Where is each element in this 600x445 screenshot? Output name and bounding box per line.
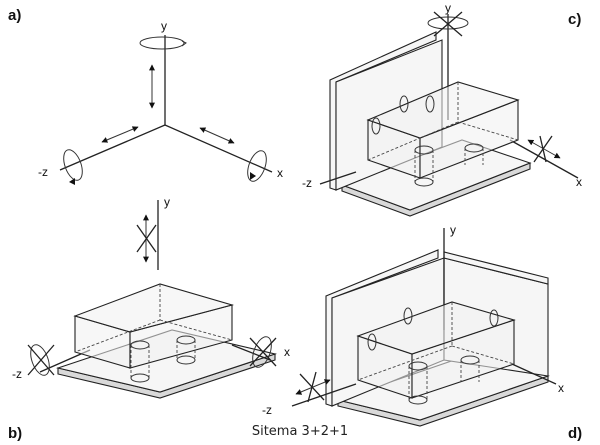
panel-a-x-label: x [277,166,283,180]
panel-b-y-blocked-icon [136,224,157,253]
panel-d-y-label: y [450,223,456,237]
panel-c-wall-pin-2 [399,95,409,113]
panel-b-x-label: x [284,345,290,359]
panel-a-z-translation-icon [101,126,139,143]
panel-a-z-label: -z [38,165,48,179]
panel-b-y-label: y [164,195,170,209]
panel-d-x-label: x [558,381,564,395]
panel-c-wall-pin-1 [371,117,381,135]
panel-b-z-blocked-icon [27,344,55,376]
panel-b-z-label: -z [12,367,22,381]
panel-a-x-rotation-arrow-icon [250,172,256,180]
panel-d-z-axis [291,383,357,407]
panel-a-y-rotation-icon [139,36,185,50]
panel-a-y-rotation-arrow-icon [181,40,187,47]
panel-d-z-blocked-icon [307,371,317,403]
panel-c-y-rotation-icon [427,16,469,30]
panel-b-hidden-edge [74,319,161,353]
panel-b-z-rotation-icon [30,344,50,376]
panel-a: a) y -z x [8,7,283,185]
panel-b-x-blocked-icon [249,337,277,367]
panel-c-hidden-edge [367,121,459,161]
panel-d-z-translation-icon [295,379,331,395]
panel-d: d) y -z [262,223,582,442]
panel-a-z-axis [59,124,166,171]
panel-a-z-rotation-icon [63,149,83,181]
panel-a-x-translation-icon [199,127,235,144]
panel-a-x-axis [164,124,273,173]
panel-b-x-rotation-icon [252,336,272,368]
panel-c-x-label: x [576,175,582,189]
panel-d-wall-pin-1 [367,333,377,351]
panel-c-x-axis [509,139,579,179]
panel-d-label: d) [568,425,582,442]
panel-d-box-top [356,301,516,355]
panel-d-wall-pin-2 [403,307,413,325]
panel-c-x-translation-icon [527,139,561,159]
panel-c-wall-pin-3 [425,95,435,113]
panel-c-x-blocked-icon [539,135,547,163]
panel-a-y-label: y [161,19,167,33]
panel-d-wall-pin-3 [489,309,499,327]
panel-d-x-axis [511,363,557,385]
panel-b-label: b) [8,425,22,442]
panel-c-label: c) [568,11,581,28]
panel-b-box-top [73,283,235,333]
panel-b-pin-2-base [176,355,196,365]
panel-c-y-label: y [445,1,451,15]
panel-b-hidden-edge [159,319,233,341]
panel-d-hidden-edge [451,345,515,365]
panel-a-label: a) [8,7,21,24]
panel-a-x-rotation-icon [247,150,267,182]
panel-c-y-blocked-icon [433,11,463,37]
panel-d-base-pin-1-base [408,395,428,405]
panel-d-hidden-edge [357,345,453,381]
panel-c: c) y [302,1,582,217]
panel-b: b) y -z [8,195,290,442]
panel-c-z-label: -z [302,176,312,190]
panel-a-z-rotation-arrow-icon [69,178,75,185]
panel-c-box-top [366,81,520,139]
panel-d-z-label: -z [262,403,272,417]
panel-b-x-axis [231,344,271,361]
panel-b-pin-1-base [130,373,150,383]
panel-c-hidden-edge [457,121,519,141]
diagram-caption: Sitema 3+2+1 [251,424,349,439]
panel-c-base-pin-1-base [414,177,434,187]
panel-c-z-axis [319,171,357,185]
